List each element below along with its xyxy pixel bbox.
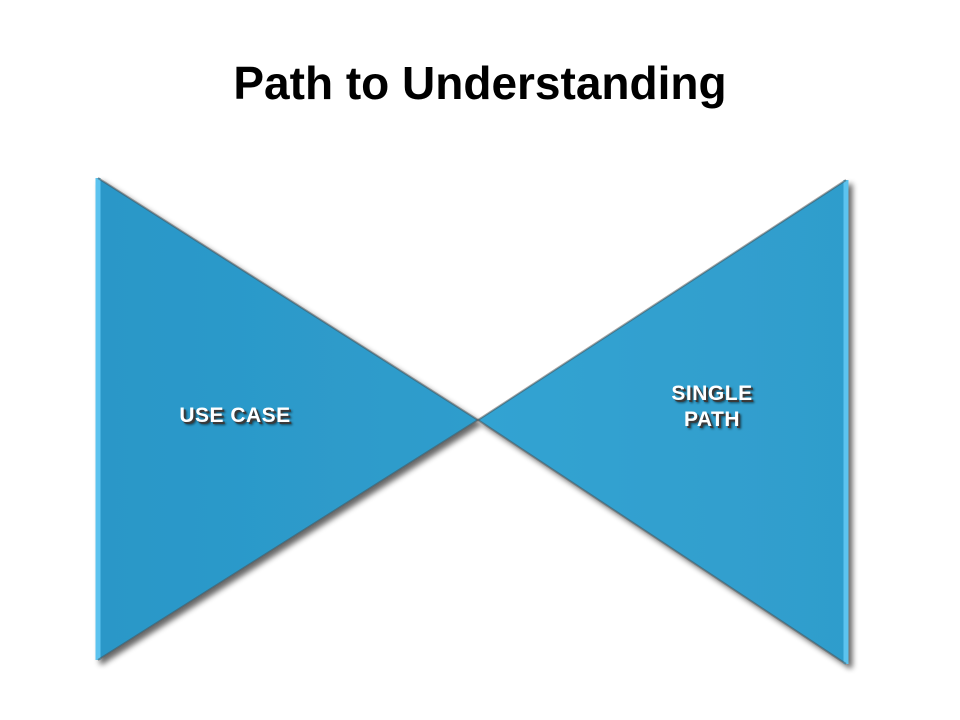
right-triangle [477,179,849,665]
use-case-label: USE CASE [160,403,310,429]
single-path-line2: PATH [683,408,741,432]
slide-title: Path to Understanding [233,57,727,109]
use-case-text: USE CASE [179,404,291,427]
single-path-line1: SINGLE [671,382,753,405]
single-path-label: SINGLE PATH [652,381,772,434]
left-triangle [95,177,479,661]
